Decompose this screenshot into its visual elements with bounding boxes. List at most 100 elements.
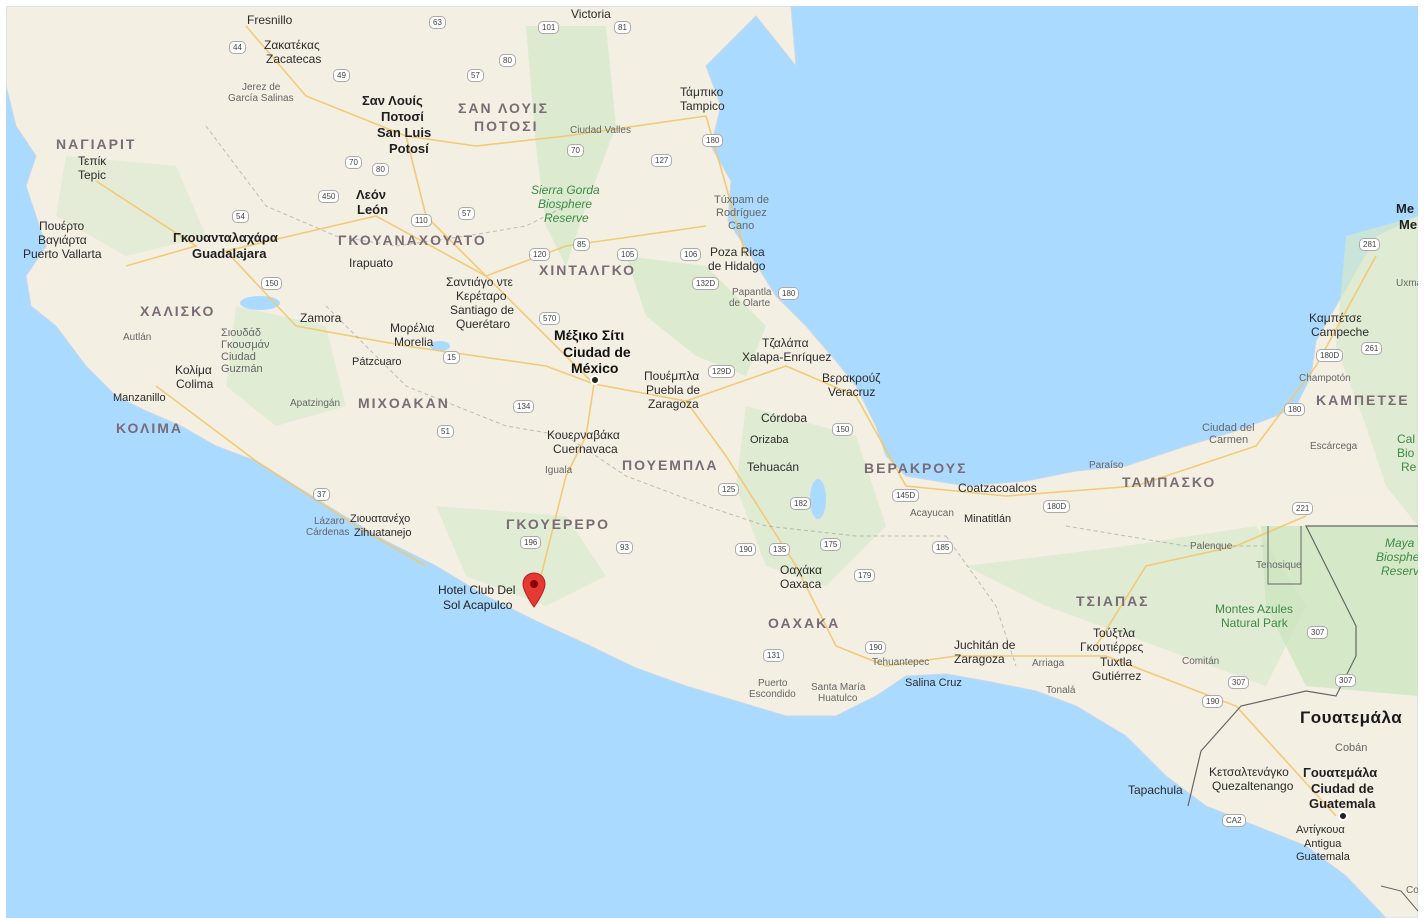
state-campeche: ΚΑΜΠΕΤΣΕ (1316, 392, 1410, 408)
highway-shield: 150 (261, 277, 283, 290)
highway-shield: 150 (832, 423, 854, 436)
place-pv-gr-1: Πουέρτο (39, 219, 85, 233)
place-iguala: Iguala (545, 465, 573, 476)
place-cuernavaca-gr: Κουερναβάκα (547, 428, 620, 442)
place-juchitan-2: Zaragoza (954, 652, 1005, 666)
place-guzman-gr-2: Γκουσμάν (221, 339, 270, 351)
marker-label-line1[interactable]: Hotel Club Del (438, 583, 516, 597)
place-papantla-2: de Olarte (729, 298, 771, 309)
place-gt-city-2: Guatemala (1309, 796, 1376, 811)
place-morelia-gr: Μορέλια (390, 321, 435, 335)
place-qro-gr-1: Σαντιάγο ντε (446, 275, 513, 289)
marker-label-line2[interactable]: Sol Acapulco (443, 598, 513, 612)
highway-shield: 185 (932, 541, 954, 554)
place-slp-2: Potosí (389, 141, 429, 156)
place-palenque: Palenque (1190, 541, 1233, 552)
map-canvas[interactable]: Hotel Club Del Sol Acapulco Fresnillo Vi… (6, 6, 1418, 918)
place-pe-2: Escondido (749, 689, 796, 700)
state-jalisco: ΧΑΛΙΣΚΟ (140, 303, 216, 319)
place-irapuato: Irapuato (349, 256, 394, 270)
place-tuxtla-2: Gutiérrez (1092, 669, 1142, 683)
place-tehuantepec: Tehuantepec (872, 657, 930, 668)
state-nayarit: ΝΑΓΙΑΡΙΤ (56, 136, 137, 152)
place-xalapa-gr: Τζαλάπα (762, 336, 809, 350)
place-antigua-1: Antigua (1304, 838, 1342, 850)
highway-shield: 131 (763, 649, 785, 662)
place-quetz: Quezaltenango (1212, 779, 1294, 793)
park-maya-3: Reserv (1381, 564, 1418, 578)
place-gt-city-1: Ciudad de (1311, 781, 1374, 796)
highway-shield: 135 (769, 543, 791, 556)
highway-shield: 105 (617, 248, 639, 261)
park-sierra-gorda-2: Biosphere (538, 197, 593, 211)
highway-shield: 132D (692, 277, 720, 290)
park-sierra-gorda-1: Sierra Gorda (531, 183, 600, 197)
highway-shield: 190 (735, 543, 757, 556)
place-quetz-gr: Κετσαλτενάγκο (1209, 765, 1289, 779)
place-tuxtla-gr-2: Γκουτιέρρες (1080, 640, 1144, 654)
highway-shield: 134 (513, 400, 535, 413)
place-xalapa: Xalapa-Enríquez (742, 350, 832, 364)
place-tuxtla-1: Tuxtla (1100, 655, 1133, 669)
roads (95, 25, 1377, 817)
capital-dot-guatemala (1338, 811, 1348, 821)
highway-shield: 307 (1307, 626, 1329, 639)
place-cdmx-gr: Μέξικο Σίτι (554, 327, 625, 343)
place-veracruz-gr: Βερακρούζ (822, 371, 881, 385)
place-slp-1: San Luis (377, 125, 432, 140)
highway-shield: 57 (458, 207, 475, 220)
highway-shield: 110 (411, 214, 432, 227)
highway-shield: 63 (429, 16, 446, 29)
place-lazaro-1: Lázaro (314, 516, 345, 527)
highway-shield: 307 (1228, 676, 1250, 689)
country-guatemala: Γουατεμάλα (1300, 708, 1403, 727)
place-oaxaca-gr: Οαχάκα (780, 563, 822, 577)
place-qro-2: Querétaro (456, 317, 511, 331)
place-co: Co (1406, 885, 1418, 896)
country-border (1187, 525, 1418, 807)
highway-shield: 175 (820, 538, 842, 551)
place-tuxpam-2: Rodríguez (716, 207, 767, 219)
state-borders (205, 125, 1266, 667)
highway-shield: 450 (318, 190, 340, 203)
place-cdmx-1: Ciudad de (563, 344, 631, 360)
place-guzman-2: Guzmán (221, 363, 263, 375)
place-apatzingan: Apatzingán (290, 398, 341, 409)
place-pv-gr-2: Βαγιάρτα (38, 233, 87, 247)
highway-shield: 196 (520, 536, 542, 549)
place-orizaba: Orizaba (750, 434, 789, 446)
highway-shield: 180D (1316, 349, 1344, 362)
place-campeche: Campeche (1311, 325, 1370, 339)
state-slp-2: ΠΟΤΟΣΙ (474, 118, 539, 134)
highway-shield: 51 (437, 425, 454, 438)
highway-shield: 261 (1361, 342, 1383, 355)
place-pe-1: Puerto (758, 678, 788, 689)
state-slp-1: ΣΑΝ ΛΟΥΙΣ (458, 100, 550, 116)
place-fresnillo: Fresnillo (247, 13, 293, 27)
place-manzanillo: Manzanillo (113, 392, 166, 404)
highway-shield: 70 (567, 144, 584, 157)
highway-shield: 93 (616, 541, 633, 554)
place-escarcega: Escárcega (1310, 441, 1358, 452)
park-sierra-gorda-3: Reserve (544, 211, 589, 225)
state-hidalgo: ΧΙΝΤΑΛΓΚΟ (539, 262, 637, 278)
highway-shield: 81 (614, 21, 631, 34)
highway-shield: 125 (718, 483, 740, 496)
park-calak-3: Re (1401, 460, 1417, 474)
highway-shield: 80 (499, 54, 516, 67)
place-juchitan-1: Juchitán de (954, 638, 1016, 652)
state-veracruz: ΒΕΡΑΚΡΟΥΣ (864, 460, 968, 476)
place-patzcuaro: Pátzcuaro (352, 356, 402, 368)
highway-shield: 180 (1284, 403, 1306, 416)
place-jerez-2: García Salinas (228, 93, 294, 104)
park-montes-azules-1: Montes Azules (1215, 602, 1294, 616)
highway-shield: 120 (529, 248, 551, 261)
place-champoton: Champotón (1299, 373, 1351, 384)
place-oaxaca: Oaxaca (780, 577, 822, 591)
highway-shield: 179 (854, 569, 876, 582)
state-puebla: ΠΟΥΕΜΠΛΑ (622, 457, 719, 473)
highway-shield: 54 (232, 210, 249, 223)
place-zihua-gr: Ζιουατανέχο (350, 513, 411, 525)
place-leon: León (357, 202, 389, 217)
place-antigua-gr: Αντίγκουα (1296, 824, 1345, 836)
